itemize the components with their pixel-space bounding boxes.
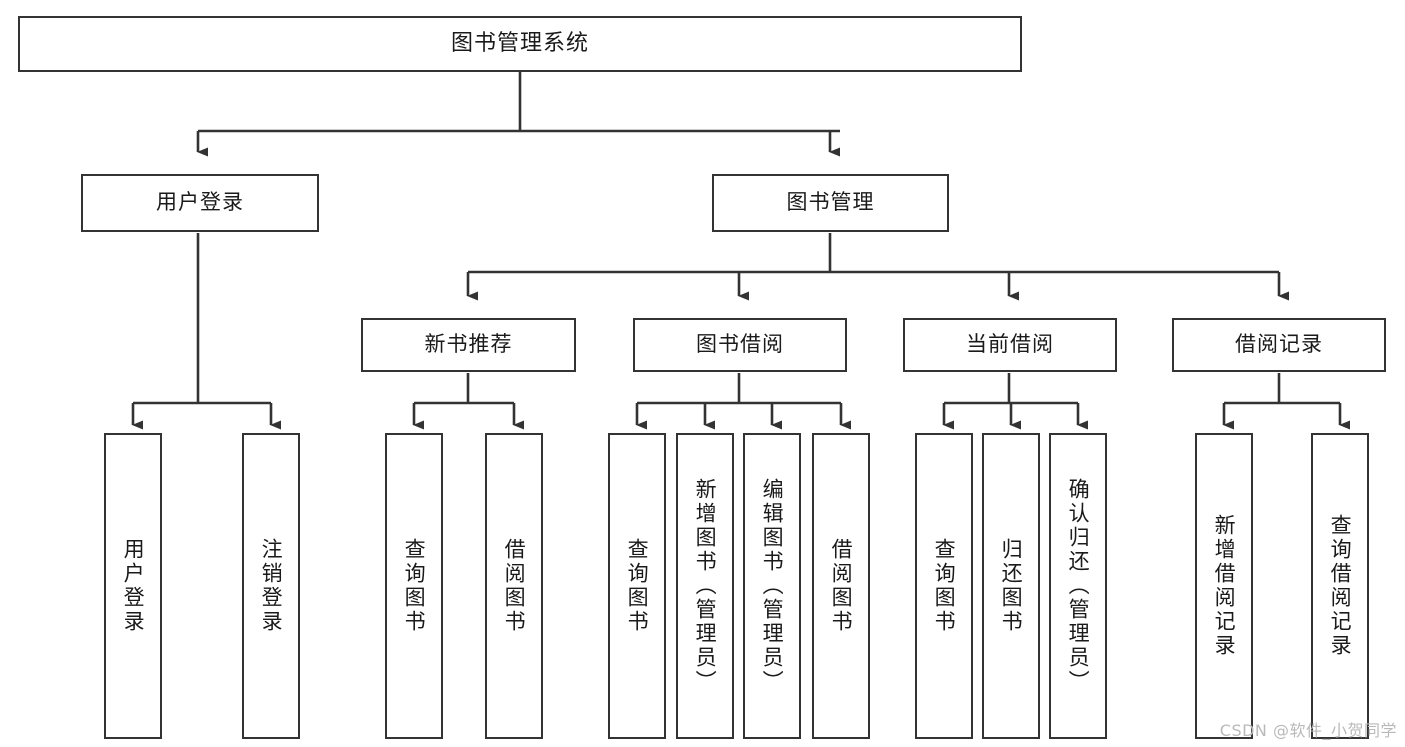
node-leaf-add-record-label: 新增借阅记录 <box>1212 514 1237 658</box>
node-leaf-query-record[interactable]: 查询借阅记录 <box>1311 433 1369 739</box>
node-leaf-logout[interactable]: 注销登录 <box>242 433 300 739</box>
node-leaf-confirm-return-label: 确认归还（管理员） <box>1066 478 1091 694</box>
node-leaf-query-book-2-label: 查询图书 <box>625 538 650 634</box>
node-leaf-query-record-label: 查询借阅记录 <box>1328 514 1353 658</box>
node-leaf-logout-label: 注销登录 <box>259 538 284 634</box>
node-leaf-query-book-1-label: 查询图书 <box>402 538 427 634</box>
node-leaf-add-book[interactable]: 新增图书（管理员） <box>676 433 734 739</box>
node-leaf-borrow-book-1-label: 借阅图书 <box>502 538 527 634</box>
node-leaf-confirm-return[interactable]: 确认归还（管理员） <box>1049 433 1107 739</box>
node-leaf-user-login-label: 用户登录 <box>121 538 146 634</box>
node-root[interactable]: 图书管理系统 <box>18 16 1022 72</box>
node-leaf-user-login[interactable]: 用户登录 <box>104 433 162 739</box>
node-leaf-return-book[interactable]: 归还图书 <box>982 433 1040 739</box>
node-current-borrow-label: 当前借阅 <box>966 332 1054 357</box>
node-leaf-query-book-3[interactable]: 查询图书 <box>915 433 973 739</box>
node-borrow-record-label: 借阅记录 <box>1235 332 1323 357</box>
node-leaf-borrow-book-2[interactable]: 借阅图书 <box>812 433 870 739</box>
node-leaf-add-book-label: 新增图书（管理员） <box>693 478 718 694</box>
node-book-manage[interactable]: 图书管理 <box>712 174 949 232</box>
node-new-book-rec-label: 新书推荐 <box>424 332 513 357</box>
node-leaf-add-record[interactable]: 新增借阅记录 <box>1195 433 1253 739</box>
node-leaf-edit-book[interactable]: 编辑图书（管理员） <box>743 433 801 739</box>
node-root-label: 图书管理系统 <box>450 30 589 56</box>
node-new-book-rec[interactable]: 新书推荐 <box>361 318 576 372</box>
node-user-login[interactable]: 用户登录 <box>81 174 319 232</box>
node-current-borrow[interactable]: 当前借阅 <box>903 318 1117 372</box>
node-leaf-query-book-3-label: 查询图书 <box>932 538 957 634</box>
node-borrow-record[interactable]: 借阅记录 <box>1172 318 1386 372</box>
node-leaf-return-book-label: 归还图书 <box>999 538 1024 634</box>
node-leaf-edit-book-label: 编辑图书（管理员） <box>760 478 785 694</box>
node-book-borrow[interactable]: 图书借阅 <box>633 318 847 372</box>
node-book-borrow-label: 图书借阅 <box>696 332 784 357</box>
node-leaf-query-book-1[interactable]: 查询图书 <box>385 433 443 739</box>
watermark-text: CSDN @软件_小贺同学 <box>1219 721 1397 740</box>
node-book-manage-label: 图书管理 <box>786 190 875 215</box>
node-leaf-query-book-2[interactable]: 查询图书 <box>608 433 666 739</box>
node-user-login-label: 用户登录 <box>156 190 244 215</box>
node-leaf-borrow-book-2-label: 借阅图书 <box>829 538 854 634</box>
node-leaf-borrow-book-1[interactable]: 借阅图书 <box>485 433 543 739</box>
